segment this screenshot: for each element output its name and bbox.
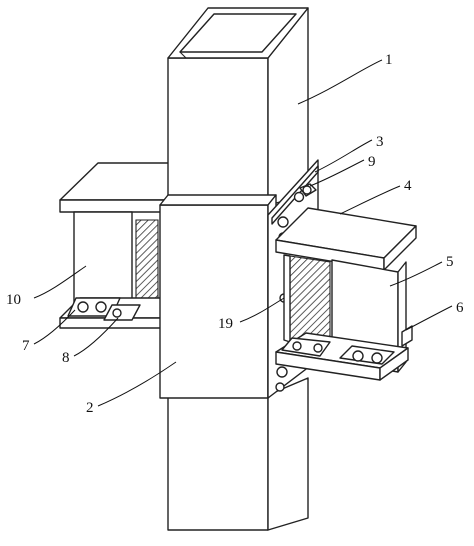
label-3: 3 <box>376 134 384 150</box>
label-8: 8 <box>62 350 70 366</box>
right-bolt-plate <box>281 337 395 365</box>
label-10: 10 <box>6 292 21 308</box>
label-6: 6 <box>456 300 464 316</box>
label-9: 9 <box>368 154 376 170</box>
lower-column <box>167 377 309 531</box>
right-beam <box>275 207 417 381</box>
right-damper-block <box>289 255 331 347</box>
upper-column <box>167 7 309 206</box>
left-bolt-plate <box>67 297 141 321</box>
leader-lines <box>33 59 453 407</box>
label-1: 1 <box>385 52 393 68</box>
label-7: 7 <box>22 338 30 354</box>
label-4: 4 <box>404 178 412 194</box>
sleeve <box>159 194 277 399</box>
label-2: 2 <box>86 400 94 416</box>
label-19: 19 <box>218 316 233 332</box>
left-beam <box>59 162 176 329</box>
label-5: 5 <box>446 254 454 270</box>
part-labels: 1 3 9 4 5 6 10 7 8 19 2 <box>6 52 464 416</box>
